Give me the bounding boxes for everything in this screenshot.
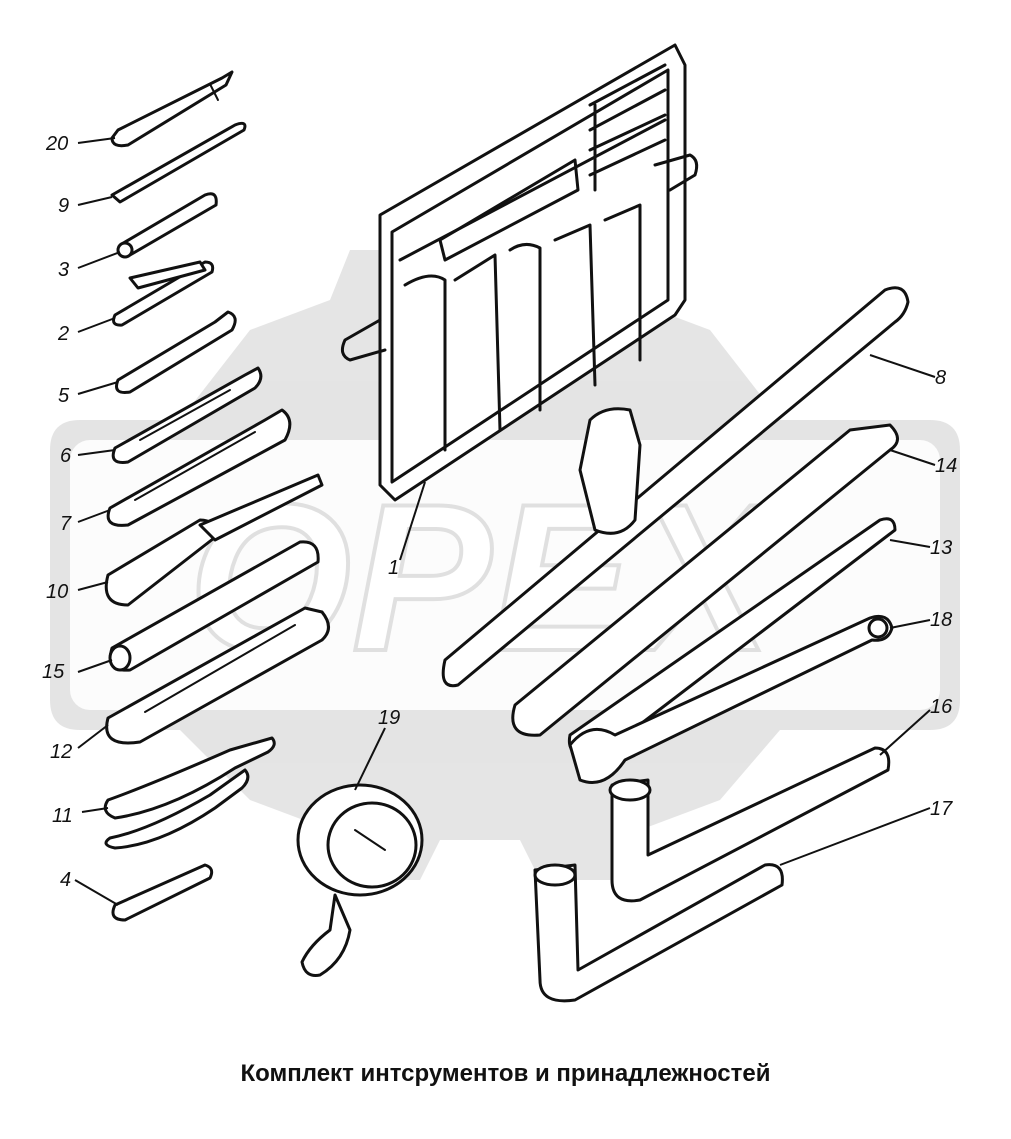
screwdriver [104, 473, 324, 607]
label-1: 1 [388, 557, 399, 579]
label-20: 20 [45, 133, 68, 155]
pencil [110, 70, 234, 148]
drift-punch [110, 121, 247, 204]
diagram-caption: Комплект интсрументов и принадлежностей [240, 1060, 771, 1087]
label-7: 7 [60, 513, 72, 535]
label-19: 19 [378, 707, 400, 729]
label-10: 10 [46, 581, 68, 603]
label-16: 16 [930, 696, 953, 718]
socket-brace-16 [608, 746, 891, 903]
label-15: 15 [42, 661, 65, 683]
label-17: 17 [930, 798, 953, 820]
wrench-12 [105, 606, 330, 745]
label-8: 8 [935, 367, 946, 389]
wrench-7 [106, 408, 292, 527]
label-13: 13 [930, 537, 952, 559]
label-4: 4 [60, 869, 71, 891]
tool-bag [340, 43, 699, 502]
pliers [103, 736, 276, 850]
label-18: 18 [930, 609, 952, 631]
tube-wrench [116, 192, 218, 259]
position-labels: 20 9 3 2 5 6 7 10 15 12 11 4 1 8 14 13 1… [42, 133, 957, 891]
label-3: 3 [58, 259, 69, 281]
socket-brace-17 [533, 863, 784, 1003]
label-9: 9 [58, 195, 69, 217]
label-5: 5 [58, 385, 70, 407]
label-14: 14 [935, 455, 957, 477]
flat-key [112, 260, 215, 327]
pry-bar [441, 286, 910, 688]
wrench-6 [111, 366, 263, 464]
label-2: 2 [57, 323, 69, 345]
leader-lines [74, 137, 936, 906]
label-6: 6 [60, 445, 72, 467]
label-12: 12 [50, 741, 72, 763]
wrench-small [115, 310, 237, 394]
small-punch [111, 863, 214, 922]
label-11: 11 [52, 805, 73, 827]
pressure-gauge [296, 783, 424, 977]
